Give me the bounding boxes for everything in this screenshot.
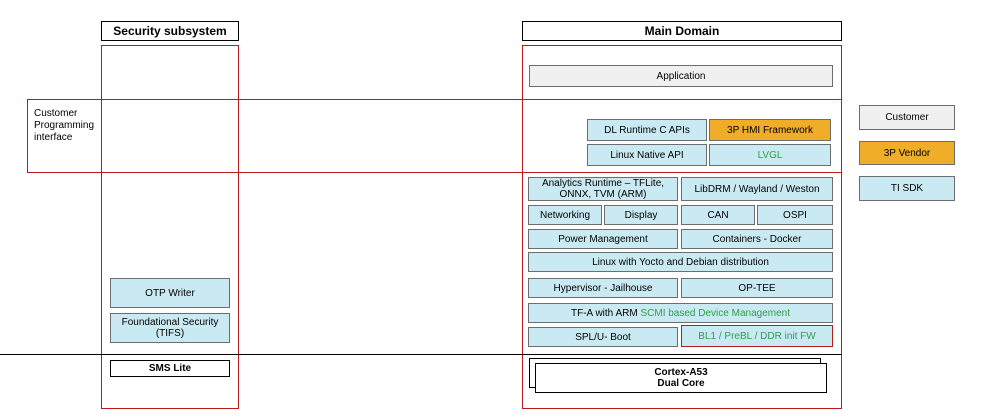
- can-box: CAN: [681, 205, 755, 225]
- legend-customer-label: Customer: [885, 112, 929, 123]
- ospi-box: OSPI: [757, 205, 833, 225]
- dl-runtime-label: DL Runtime C APIs: [604, 124, 690, 136]
- networking-label: Networking: [539, 209, 591, 221]
- hypervisor-label: Hypervisor - Jailhouse: [553, 282, 653, 294]
- scmi-label: SCMI based Device Management: [640, 307, 790, 319]
- tf-a-label: TF-A with ARM: [571, 307, 638, 319]
- hmi-framework-label: 3P HMI Framework: [727, 124, 813, 136]
- containers-docker-box: Containers - Docker: [681, 229, 833, 249]
- main-domain-outline: [522, 45, 842, 409]
- power-management-label: Power Management: [558, 233, 648, 245]
- hardware-divider-line: [0, 354, 842, 355]
- tf-a-box: TF-A with ARM SCMI based Device Manageme…: [528, 303, 833, 323]
- containers-docker-label: Containers - Docker: [712, 233, 802, 245]
- customer-programming-interface-label: Customer Programming interface: [34, 108, 95, 143]
- hypervisor-box: Hypervisor - Jailhouse: [528, 278, 678, 298]
- linux-distribution-box: Linux with Yocto and Debian distribution: [528, 252, 833, 272]
- otp-writer-box: OTP Writer: [110, 278, 230, 308]
- application-label: Application: [656, 70, 706, 82]
- power-management-box: Power Management: [528, 229, 678, 249]
- sms-lite-box: SMS Lite: [110, 360, 230, 377]
- security-subsystem-title: Security subsystem: [113, 24, 227, 38]
- display-box: Display: [604, 205, 678, 225]
- dual-core-label: Dual Core: [657, 378, 705, 389]
- analytics-runtime-label: Analytics Runtime – TFLite, ONNX, TVM (A…: [541, 178, 665, 200]
- lvgl-box: LVGL: [709, 144, 831, 166]
- lvgl-label: LVGL: [757, 149, 783, 161]
- legend-3p-vendor-label: 3P Vendor: [883, 147, 931, 159]
- application-box: Application: [529, 65, 833, 87]
- libdrm-wayland-label: LibDRM / Wayland / Weston: [694, 183, 820, 195]
- networking-box: Networking: [528, 205, 602, 225]
- hmi-framework-box: 3P HMI Framework: [709, 119, 831, 141]
- analytics-runtime-box: Analytics Runtime – TFLite, ONNX, TVM (A…: [528, 177, 678, 201]
- ospi-label: OSPI: [783, 209, 807, 221]
- cortex-a53-box: Cortex-A53 Dual Core: [535, 363, 827, 393]
- op-tee-box: OP-TEE: [681, 278, 833, 298]
- legend-3p-vendor: 3P Vendor: [859, 141, 955, 165]
- linux-native-api-box: Linux Native API: [587, 144, 707, 166]
- legend-ti-sdk: TI SDK: [859, 176, 955, 201]
- dl-runtime-box: DL Runtime C APIs: [587, 119, 707, 141]
- security-subsystem-header: Security subsystem: [101, 21, 239, 41]
- legend-customer: Customer: [859, 105, 955, 130]
- display-label: Display: [624, 209, 658, 221]
- customer-programming-interface-outline: [27, 99, 842, 173]
- main-domain-title: Main Domain: [644, 24, 720, 38]
- main-domain-header: Main Domain: [522, 21, 842, 41]
- bl1-prebl-box: BL1 / PreBL / DDR init FW: [681, 325, 833, 347]
- legend-ti-sdk-label: TI SDK: [890, 183, 924, 194]
- cortex-a53-label: Cortex-A53: [654, 367, 708, 378]
- foundational-security-box: Foundational Security (TIFS): [110, 313, 230, 343]
- bl1-prebl-label: BL1 / PreBL / DDR init FW: [698, 330, 816, 342]
- sms-lite-label: SMS Lite: [148, 363, 192, 374]
- otp-writer-label: OTP Writer: [145, 287, 195, 299]
- foundational-security-label: Foundational Security (TIFS): [121, 317, 219, 339]
- linux-native-api-label: Linux Native API: [610, 149, 684, 161]
- spl-uboot-box: SPL/U- Boot: [528, 327, 678, 347]
- linux-distribution-label: Linux with Yocto and Debian distribution: [592, 256, 769, 268]
- libdrm-wayland-box: LibDRM / Wayland / Weston: [681, 177, 833, 201]
- spl-uboot-label: SPL/U- Boot: [575, 331, 631, 343]
- op-tee-label: OP-TEE: [738, 282, 776, 294]
- security-subsystem-outline: [101, 45, 239, 409]
- can-label: CAN: [707, 209, 729, 221]
